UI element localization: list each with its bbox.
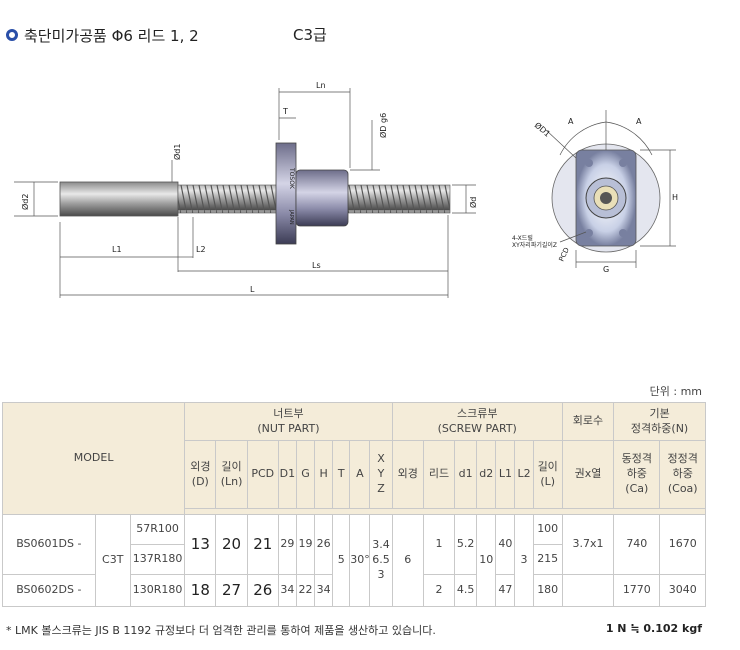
cell-coa-2: 3040 (659, 574, 706, 607)
svg-text:Ls: Ls (312, 261, 321, 270)
page-title: 축단미가공품 Φ6 리드 1, 2 (6, 24, 199, 46)
th-screw-part: 스크류부(SCREW PART) (391, 402, 563, 441)
th-L: 길이(L) (532, 440, 563, 509)
svg-text:A: A (636, 117, 642, 126)
table-row: 137R180 215 (3, 544, 706, 575)
th-model: MODEL (1, 402, 186, 515)
cell-t: 5 (332, 514, 351, 607)
cell-model-2: BS0602DS - (2, 574, 96, 607)
cell-xyz: 3.4 6.5 3 (369, 514, 393, 607)
th-lead: 리드 (422, 440, 456, 509)
th-screw-od: 외경 (391, 440, 424, 509)
th-d1: D1 (277, 440, 297, 509)
svg-text:Ød2: Ød2 (20, 194, 30, 210)
svg-text:TOSOK: TOSOK (288, 167, 295, 190)
cell-len-3: 130R180 (129, 574, 186, 607)
cell-od-1: 13 (184, 514, 217, 575)
th-t: T (332, 440, 351, 509)
cell-ca-2: 1770 (613, 574, 661, 607)
cell-a: 30° (349, 514, 371, 607)
cell-lead-1: 1 (422, 514, 456, 575)
svg-text:4-X드릴: 4-X드릴 (512, 234, 533, 242)
footer-note: * LMK 볼스크류는 JIS B 1192 규정보다 더 엄격한 관리를 통하… (6, 624, 436, 637)
unit-label: 단위 : mm (649, 385, 702, 398)
cell-l1-2: 47 (495, 574, 516, 607)
cell-g-2: 22 (295, 574, 316, 607)
cell-ln-1: 20 (215, 514, 248, 575)
svg-text:A: A (568, 117, 574, 126)
th-g: G (295, 440, 316, 509)
th-nut-part: 너트부(NUT PART) (184, 402, 393, 441)
svg-text:L: L (250, 285, 255, 294)
th-od: 외경(D) (184, 440, 217, 509)
th-a: A (349, 440, 371, 509)
th-sd2: d2 (476, 440, 497, 509)
cell-sd1-2: 4.5 (454, 574, 478, 607)
cell-pcd-1: 21 (246, 514, 279, 575)
cell-L-1: 100 (532, 514, 563, 545)
svg-text:Ød1: Ød1 (172, 144, 182, 160)
th-h: H (314, 440, 334, 509)
svg-text:PCD: PCD (558, 246, 571, 263)
svg-text:Ød: Ød (468, 197, 478, 208)
table-row: BS0602DS - 130R180 18 27 26 34 22 34 2 4… (2, 574, 706, 607)
bullet-icon (6, 29, 18, 41)
cell-l1-1: 40 (495, 514, 516, 575)
cell-screw-od: 6 (391, 514, 424, 607)
cell-class: C3T (94, 514, 131, 607)
accuracy-grade: C3급 (293, 26, 327, 44)
unit-conversion: 1 N ≒ 0.102 kgf (605, 622, 702, 635)
th-circuits: 회로수 (561, 402, 615, 441)
cell-sd1-1: 5.2 (454, 514, 478, 575)
svg-text:ØD1: ØD1 (533, 120, 553, 139)
cell-g-1: 19 (295, 514, 316, 575)
cell-od-2: 18 (184, 574, 217, 607)
cell-ln-2: 27 (215, 574, 248, 607)
nut-body (295, 169, 349, 227)
cell-h-2: 34 (314, 574, 334, 607)
nut-flange (275, 142, 297, 245)
shaft-end (59, 181, 179, 217)
svg-text:Ln: Ln (316, 81, 326, 90)
svg-text:ØD g6: ØD g6 (378, 113, 388, 138)
svg-text:L1: L1 (112, 245, 122, 254)
cell-pcd-2: 26 (246, 574, 279, 607)
svg-text:XY자리파기길이Z: XY자리파기길이Z (512, 241, 557, 249)
svg-text:H: H (672, 193, 678, 202)
spec-table: MODEL 너트부(NUT PART) 스크류부(SCREW PART) 회로수… (1, 402, 706, 607)
cell-ca-1: 740 (613, 514, 661, 575)
svg-text:L2: L2 (196, 245, 206, 254)
cell-sd2: 10 (476, 514, 497, 607)
cell-model-1: BS0601DS - (2, 514, 96, 575)
table-row: BS0601DS - C3T 57R100 13 20 21 29 19 26 … (2, 514, 706, 607)
cell-lead-2: 2 (422, 574, 456, 607)
cell-coa-1: 1670 (659, 514, 706, 575)
cell-L-3: 180 (532, 574, 563, 607)
svg-text:T: T (282, 107, 288, 116)
th-l2: L2 (514, 440, 534, 509)
cell-len-1: 57R100 (129, 514, 186, 545)
cell-d1-1: 29 (277, 514, 297, 575)
th-pcd: PCD (246, 440, 279, 509)
svg-text:JAPAN: JAPAN (288, 209, 294, 225)
th-sd1: d1 (454, 440, 478, 509)
cell-L-2: 215 (532, 544, 563, 575)
cell-len-2: 137R180 (129, 544, 186, 575)
technical-drawing: TOSOK JAPAN Ln T Ød1 ØD g6 Ød2 Ød L1 L2 … (14, 81, 678, 298)
product-title: 축단미가공품 Φ6 리드 1, 2 (24, 26, 199, 45)
cell-d1-2: 34 (277, 574, 297, 607)
nut-end-view (551, 143, 661, 253)
th-turns: 권x열 (561, 440, 615, 509)
th-l1: L1 (495, 440, 516, 509)
th-ln: 길이(Ln) (215, 440, 248, 509)
cell-l2: 3 (514, 514, 534, 607)
cell-turns: 3.7x1 (561, 514, 615, 575)
cell-h-1: 26 (314, 514, 334, 575)
svg-text:G: G (603, 265, 609, 274)
cell-turns-2 (561, 574, 615, 607)
